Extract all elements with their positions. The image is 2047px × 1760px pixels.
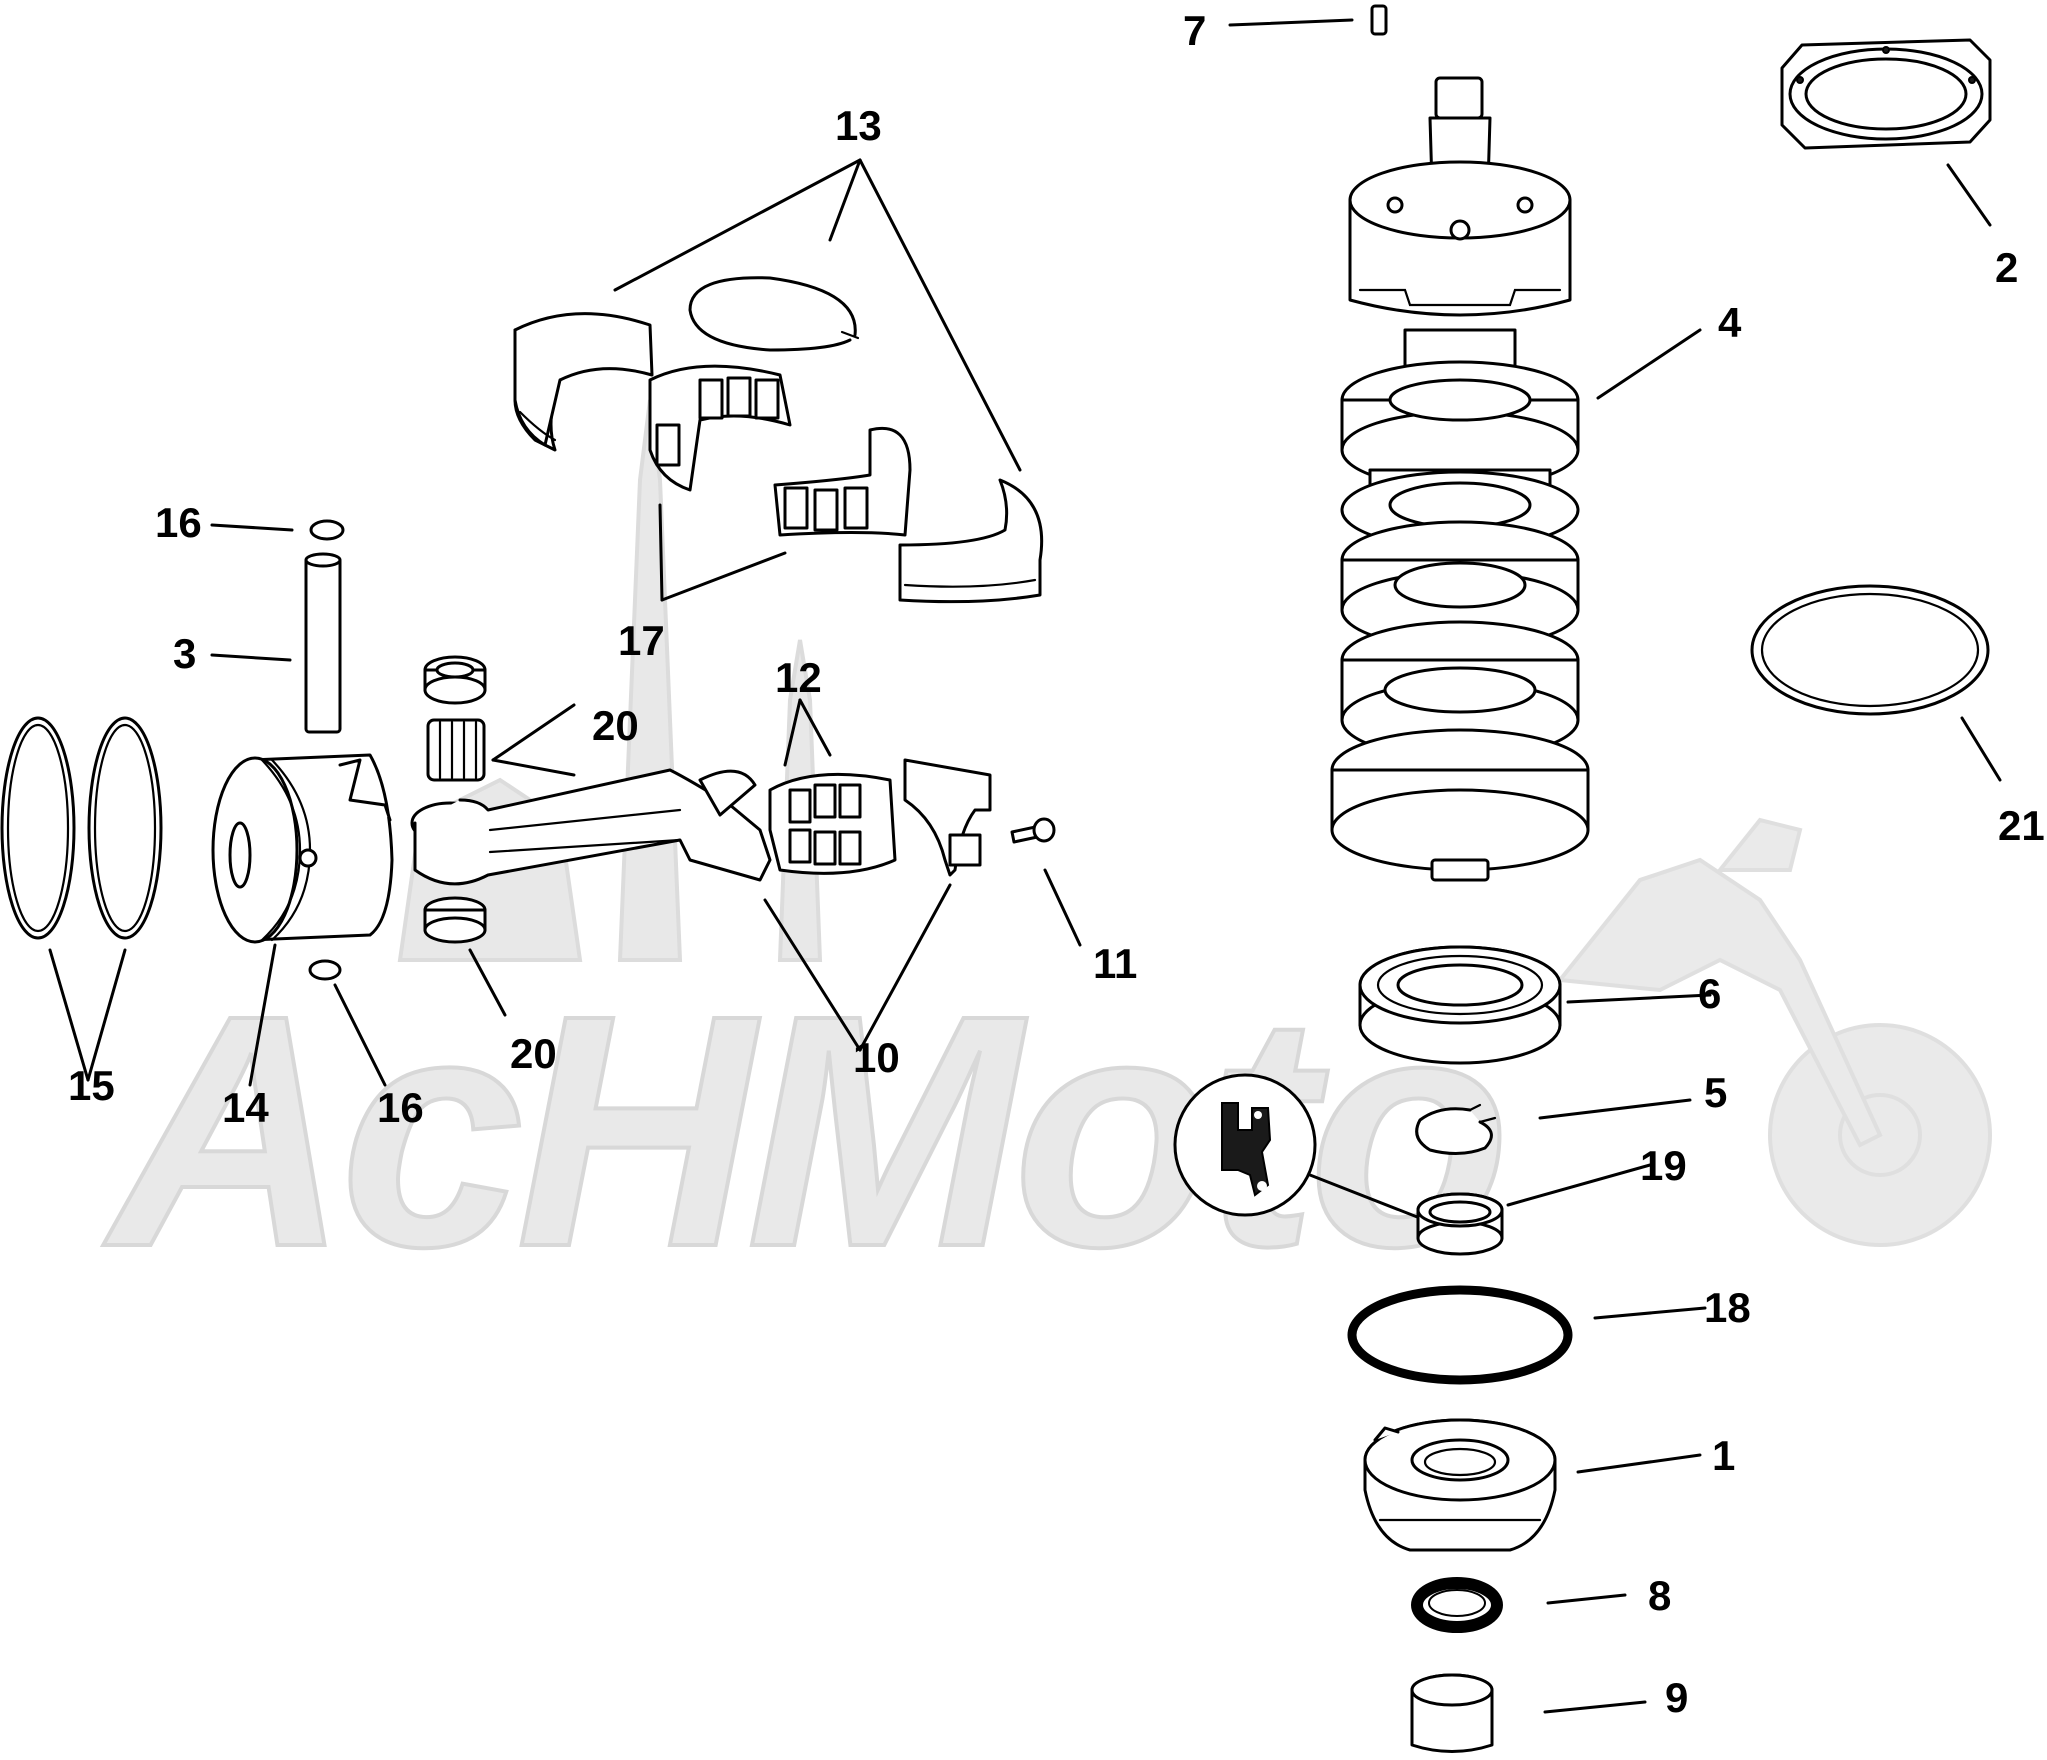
part-18-o-ring <box>1347 1285 1573 1385</box>
motorcycle-watermark-icon <box>1556 817 1992 1247</box>
callout-18: 18 <box>1704 1284 1751 1331</box>
callout-13: 13 <box>835 102 882 149</box>
callout-10: 10 <box>853 1034 900 1081</box>
callout-14: 14 <box>222 1084 269 1131</box>
callout-5: 5 <box>1704 1069 1727 1116</box>
callout-11: 11 <box>1093 940 1137 987</box>
sealant-callout <box>1173 1073 1432 1224</box>
part-14-piston <box>211 753 394 944</box>
part-10-rod-cap <box>903 758 992 877</box>
callout-2: 2 <box>1995 244 2018 291</box>
callout-20-bottom: 20 <box>510 1030 557 1077</box>
part-20-thrust-washer <box>423 896 487 944</box>
callout-21: 21 <box>1998 802 2045 849</box>
part-4-crankshaft <box>1330 76 1590 882</box>
callout-12: 12 <box>775 654 822 701</box>
callout-6: 6 <box>1698 970 1721 1017</box>
part-13-main-bearing <box>513 276 1044 604</box>
callout-15: 15 <box>68 1062 115 1109</box>
part-11-cap-screw <box>1010 817 1056 844</box>
connecting-rod <box>410 768 772 886</box>
part-21-retaining-ring <box>1750 584 1990 716</box>
part-8-seal-ring <box>1411 1577 1503 1633</box>
callout-20-top: 20 <box>592 702 639 749</box>
part-19-seal <box>1416 1192 1504 1256</box>
leader-lines <box>48 18 2002 1714</box>
callout-3: 3 <box>173 630 196 677</box>
callout-19: 19 <box>1640 1142 1687 1189</box>
watermark-text: AcHMoto <box>100 946 1505 1315</box>
part-16-pin-clip-top <box>309 519 345 541</box>
part-1-bearing-housing <box>1363 1418 1557 1552</box>
part-2-seal-plate <box>1780 38 1992 150</box>
callout-8: 8 <box>1648 1572 1671 1619</box>
callout-labels: 7 2 4 13 16 3 17 20 12 21 11 6 20 10 15 … <box>68 7 2045 1721</box>
part-5-snap-ring <box>1415 1103 1497 1155</box>
callout-9: 9 <box>1665 1674 1688 1721</box>
part-6-ball-bearing <box>1358 945 1562 1065</box>
callout-4: 4 <box>1718 299 1742 346</box>
part-16-pin-clip-bottom <box>308 959 342 981</box>
callout-17: 17 <box>618 617 665 664</box>
part-3-wrist-pin <box>304 552 342 734</box>
part-7-dowel-pin <box>1370 4 1388 36</box>
part-12-rod-bearing <box>768 772 897 875</box>
part-20-needle-bearing <box>423 655 487 782</box>
part-15-piston-rings <box>0 716 163 940</box>
callout-16-top: 16 <box>155 499 202 546</box>
callout-16-bottom: 16 <box>377 1084 424 1131</box>
callout-1: 1 <box>1712 1432 1735 1479</box>
callout-7: 7 <box>1183 7 1206 54</box>
part-9-cup <box>1410 1673 1494 1753</box>
thread-sealant-icon <box>1221 1102 1272 1197</box>
